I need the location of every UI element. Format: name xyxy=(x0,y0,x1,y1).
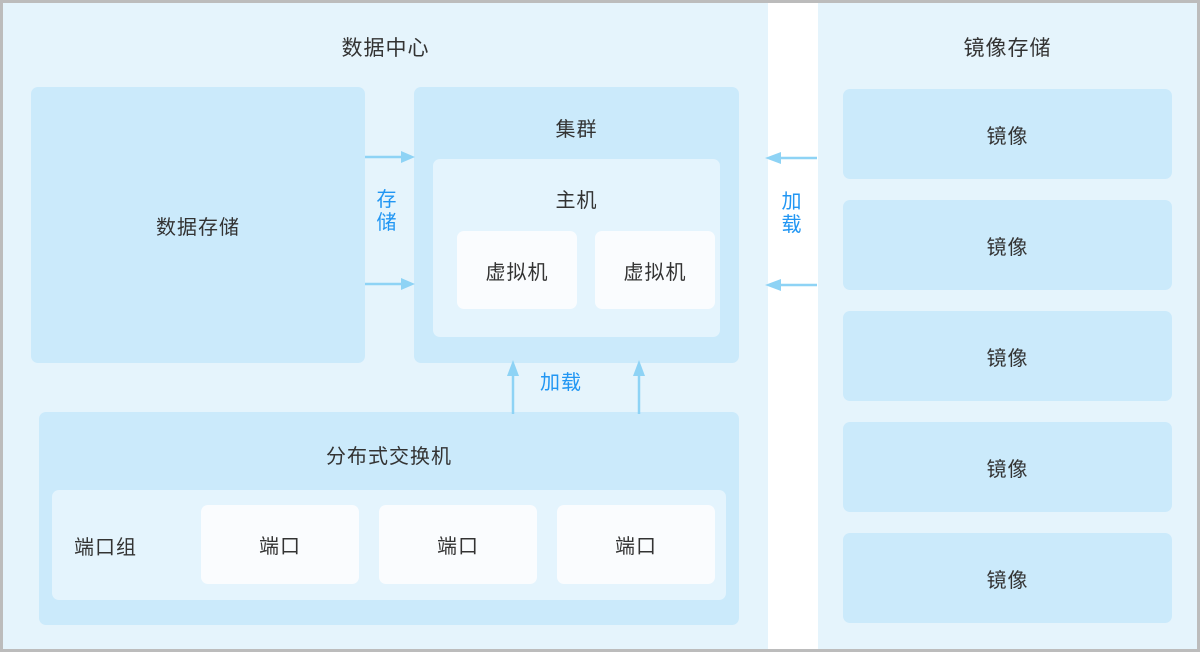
box-virtual-machine[interactable]: 虚拟机 xyxy=(595,231,715,309)
connector-label-load-images: 加载 xyxy=(781,191,803,236)
box-virtual-machine-label: 虚拟机 xyxy=(485,261,549,284)
box-image[interactable]: 镜像 xyxy=(843,422,1172,512)
box-port-label: 端口 xyxy=(259,536,301,558)
box-cluster[interactable]: 集群 主机 虚拟机 虚拟机 xyxy=(414,87,739,363)
box-image-label: 镜像 xyxy=(986,125,1029,148)
connector-label-load-switch: 加载 xyxy=(540,372,582,394)
box-data-storage-label: 数据存储 xyxy=(156,216,240,239)
box-image[interactable]: 镜像 xyxy=(843,89,1172,179)
panel-data-center-title: 数据中心 xyxy=(341,37,430,60)
box-image[interactable]: 镜像 xyxy=(843,200,1172,290)
box-port[interactable]: 端口 xyxy=(379,505,537,584)
box-port-group[interactable]: 端口组 端口 端口 端口 xyxy=(52,490,726,600)
box-port[interactable]: 端口 xyxy=(201,505,359,584)
arrow-right-icon xyxy=(365,277,415,291)
box-distributed-switch-label: 分布式交换机 xyxy=(326,446,452,468)
box-distributed-switch[interactable]: 分布式交换机 端口组 端口 端口 端口 xyxy=(39,412,739,625)
arrow-left-icon xyxy=(765,278,817,292)
box-data-storage[interactable]: 数据存储 xyxy=(31,87,365,363)
box-port-group-label: 端口组 xyxy=(74,536,137,559)
arrow-right-icon xyxy=(365,150,415,164)
box-port-label: 端口 xyxy=(437,536,479,558)
box-image-label: 镜像 xyxy=(986,347,1029,370)
panel-separator xyxy=(768,3,818,649)
panel-data-center: 数据中心 数据存储 集群 主机 虚拟机 虚拟机 分布式交换机 端口组 xyxy=(3,3,768,649)
box-virtual-machine-label: 虚拟机 xyxy=(623,261,687,284)
box-image-label: 镜像 xyxy=(986,569,1029,592)
connector-label-storage: 存储 xyxy=(376,189,398,234)
panel-image-store-title: 镜像存储 xyxy=(963,37,1052,60)
panel-image-store: 镜像存储 镜像 镜像 镜像 镜像 镜像 xyxy=(818,3,1197,649)
box-image[interactable]: 镜像 xyxy=(843,533,1172,623)
box-image-label: 镜像 xyxy=(986,236,1029,259)
box-host-label: 主机 xyxy=(555,190,598,212)
box-image[interactable]: 镜像 xyxy=(843,311,1172,401)
box-host[interactable]: 主机 虚拟机 虚拟机 xyxy=(433,159,720,337)
arrow-up-icon xyxy=(506,360,520,414)
box-cluster-label: 集群 xyxy=(555,119,598,141)
box-image-label: 镜像 xyxy=(986,458,1029,481)
arrow-up-icon xyxy=(632,360,646,414)
box-port-label: 端口 xyxy=(615,536,657,558)
box-port[interactable]: 端口 xyxy=(557,505,715,584)
box-virtual-machine[interactable]: 虚拟机 xyxy=(457,231,577,309)
arrow-left-icon xyxy=(765,151,817,165)
